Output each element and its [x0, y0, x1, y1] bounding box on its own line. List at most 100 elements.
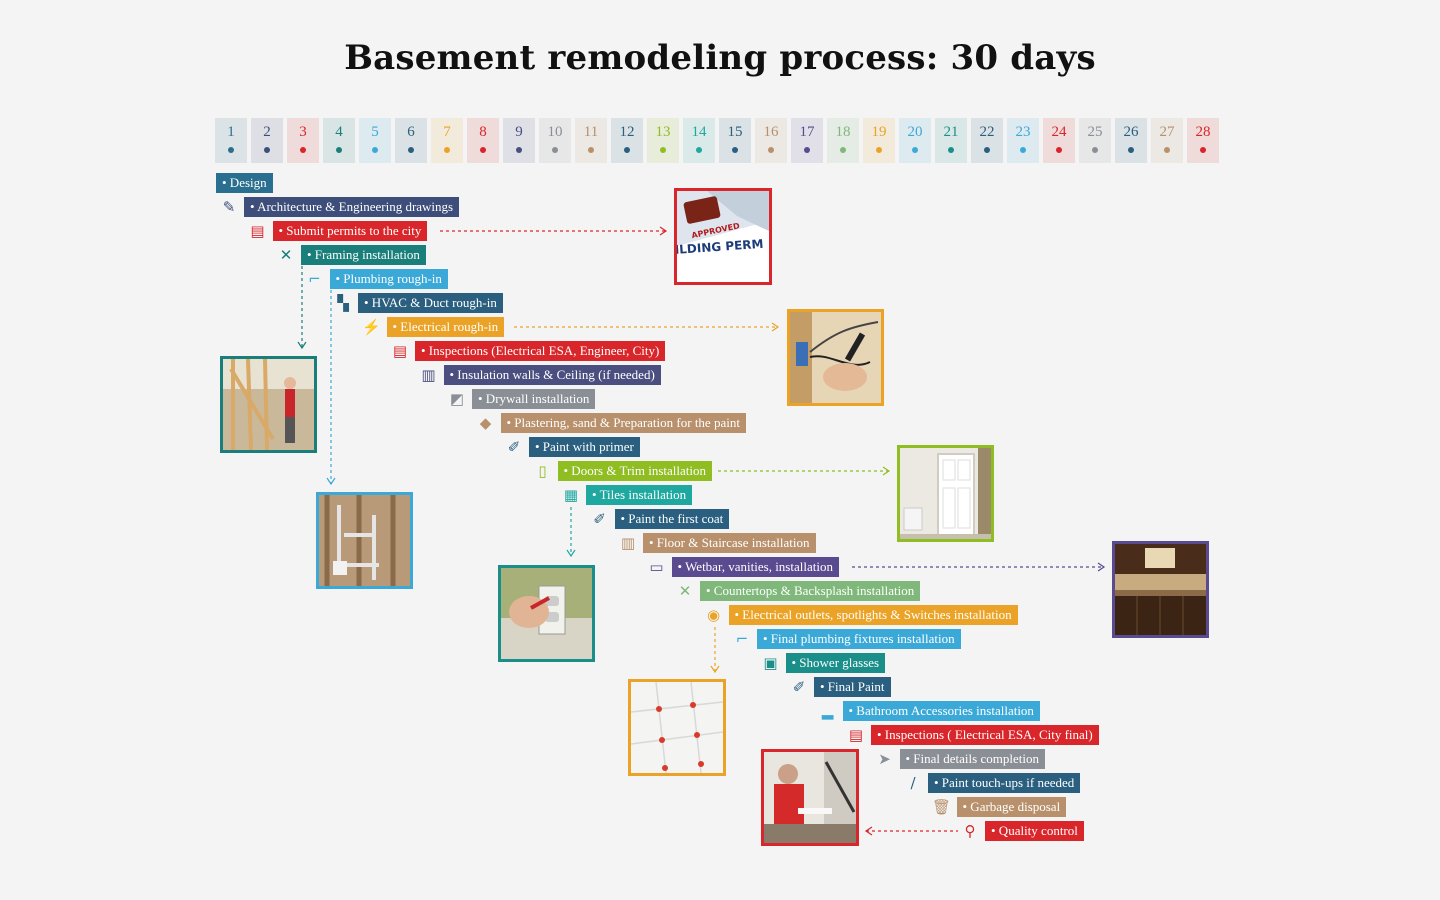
day-dot: [228, 147, 234, 153]
day-dot: [912, 147, 918, 153]
task-label: • Paint with primer: [529, 437, 640, 457]
day-dot: [876, 147, 882, 153]
building-permit-photo: APPROVED ILDING PERM: [674, 188, 772, 285]
day-dot: [1092, 147, 1098, 153]
task-row: ▚• HVAC & Duct rough-in: [332, 293, 503, 313]
day-9: 9: [503, 118, 535, 163]
day-dot: [984, 147, 990, 153]
arrow-outlets: [710, 665, 720, 674]
paintbrush-icon: ✐: [507, 438, 521, 456]
task-label: • Garbage disposal: [956, 797, 1067, 817]
task-label: • Doors & Trim installation: [557, 461, 713, 481]
task-label: • Electrical rough-in: [386, 317, 505, 337]
task-row: ▥ • Floor & Staircase installation: [617, 533, 816, 553]
paintbrush-icon: ✐: [792, 678, 806, 696]
day-dot: [552, 147, 558, 153]
day-number: 4: [335, 124, 343, 140]
tile-floor-photo: [628, 679, 726, 776]
magnifier-icon: ⚲: [964, 822, 976, 840]
arrow-quality: [864, 826, 873, 836]
plumbing-roughin-photo: [316, 492, 413, 589]
day-12: 12: [611, 118, 643, 163]
day-dot: [840, 147, 846, 153]
day-number: 27: [1159, 124, 1175, 140]
day-26: 26: [1115, 118, 1147, 163]
task-label: • Floor & Staircase installation: [643, 533, 816, 553]
wetbar-photo: [1112, 541, 1209, 638]
task-row: ✐• Paint the first coat: [589, 509, 730, 529]
clipboard-icon: ▤: [848, 726, 864, 744]
day-number: 20: [907, 124, 923, 140]
arrow-doors: [882, 466, 891, 476]
day-dot: [948, 147, 954, 153]
day-15: 15: [719, 118, 751, 163]
task-label: • Countertops & Backsplash installation: [700, 581, 921, 601]
day-11: 11: [575, 118, 607, 163]
page-title: Basement remodeling process: 30 days: [344, 38, 1096, 78]
day-4: 4: [323, 118, 355, 163]
day-25: 25: [1079, 118, 1111, 163]
task-row: ▤• Submit permits to the city: [247, 221, 428, 241]
day-number: 5: [371, 124, 379, 140]
task-label: • Inspections ( Electrical ESA, City fin…: [871, 725, 1099, 745]
arrow-tiles: [566, 549, 576, 558]
day-dot: [1200, 147, 1206, 153]
day-28: 28: [1187, 118, 1219, 163]
framing-photo: [220, 356, 317, 453]
day-number: 28: [1195, 124, 1211, 140]
day-dot: [804, 147, 810, 153]
task-row: ▤ • Inspections (Electrical ESA, Engineer…: [389, 341, 666, 361]
task-row: ◩• Drywall installation: [446, 389, 596, 409]
floor-icon: ▥: [620, 534, 636, 552]
day-dot: [588, 147, 594, 153]
task-row: ◉• Electrical outlets, spotlights & Swit…: [703, 605, 1018, 625]
day-number: 19: [871, 124, 887, 140]
day-dot: [1020, 147, 1026, 153]
tools-icon: ✕: [678, 582, 692, 600]
day-dot: [624, 147, 630, 153]
shower-icon: ▣: [763, 654, 778, 672]
trowel-icon: ◆: [479, 414, 492, 432]
day-number: 6: [407, 124, 415, 140]
day-dot: [732, 147, 738, 153]
day-21: 21: [935, 118, 967, 163]
day-24: 24: [1043, 118, 1075, 163]
task-label: • Plastering, sand & Preparation for the…: [500, 413, 746, 433]
task-row: ▥• Insulation walls & Ceiling (if needed…: [418, 365, 661, 385]
brush-icon: /: [910, 774, 916, 792]
day-22: 22: [971, 118, 1003, 163]
day-number: 14: [691, 124, 707, 140]
task-label: • Wetbar, vanities, installation: [671, 557, 839, 577]
day-8: 8: [467, 118, 499, 163]
task-label: • Inspections (Electrical ESA, Engineer,…: [415, 341, 666, 361]
pipe-icon: ⌐: [735, 630, 749, 648]
day-number: 16: [763, 124, 779, 140]
bathtub-icon: ▂: [821, 702, 834, 720]
day-number: 23: [1015, 124, 1031, 140]
day-18: 18: [827, 118, 859, 163]
drywall-icon: ◩: [449, 390, 465, 408]
door-trim-photo: [897, 445, 994, 542]
day-dot: [768, 147, 774, 153]
task-label: • Final details completion: [899, 749, 1045, 769]
clipboard-icon: ▤: [392, 342, 408, 360]
task-row: 🗑• Garbage disposal: [931, 797, 1067, 817]
day-number: 24: [1051, 124, 1067, 140]
day-number: 22: [979, 124, 995, 140]
day-dot: [1056, 147, 1062, 153]
task-label: • Electrical outlets, spotlights & Switc…: [728, 605, 1018, 625]
day-10: 10: [539, 118, 571, 163]
paintbrush-icon: ✐: [593, 510, 606, 528]
task-row: ⚲• Quality control: [959, 821, 1084, 841]
task-row: • Design: [216, 173, 273, 193]
task-row: ▣• Shower glasses: [760, 653, 886, 673]
day-23: 23: [1007, 118, 1039, 163]
day-dot: [1128, 147, 1134, 153]
permit-document-text: ILDING PERM: [677, 237, 764, 257]
task-label: • Final plumbing fixtures installation: [757, 629, 961, 649]
electrical-wiring-photo: [787, 309, 884, 406]
hvac-icon: ▚: [337, 294, 349, 312]
day-number: 3: [299, 124, 307, 140]
day-number: 8: [479, 124, 487, 140]
task-label: • Paint touch-ups if needed: [928, 773, 1081, 793]
